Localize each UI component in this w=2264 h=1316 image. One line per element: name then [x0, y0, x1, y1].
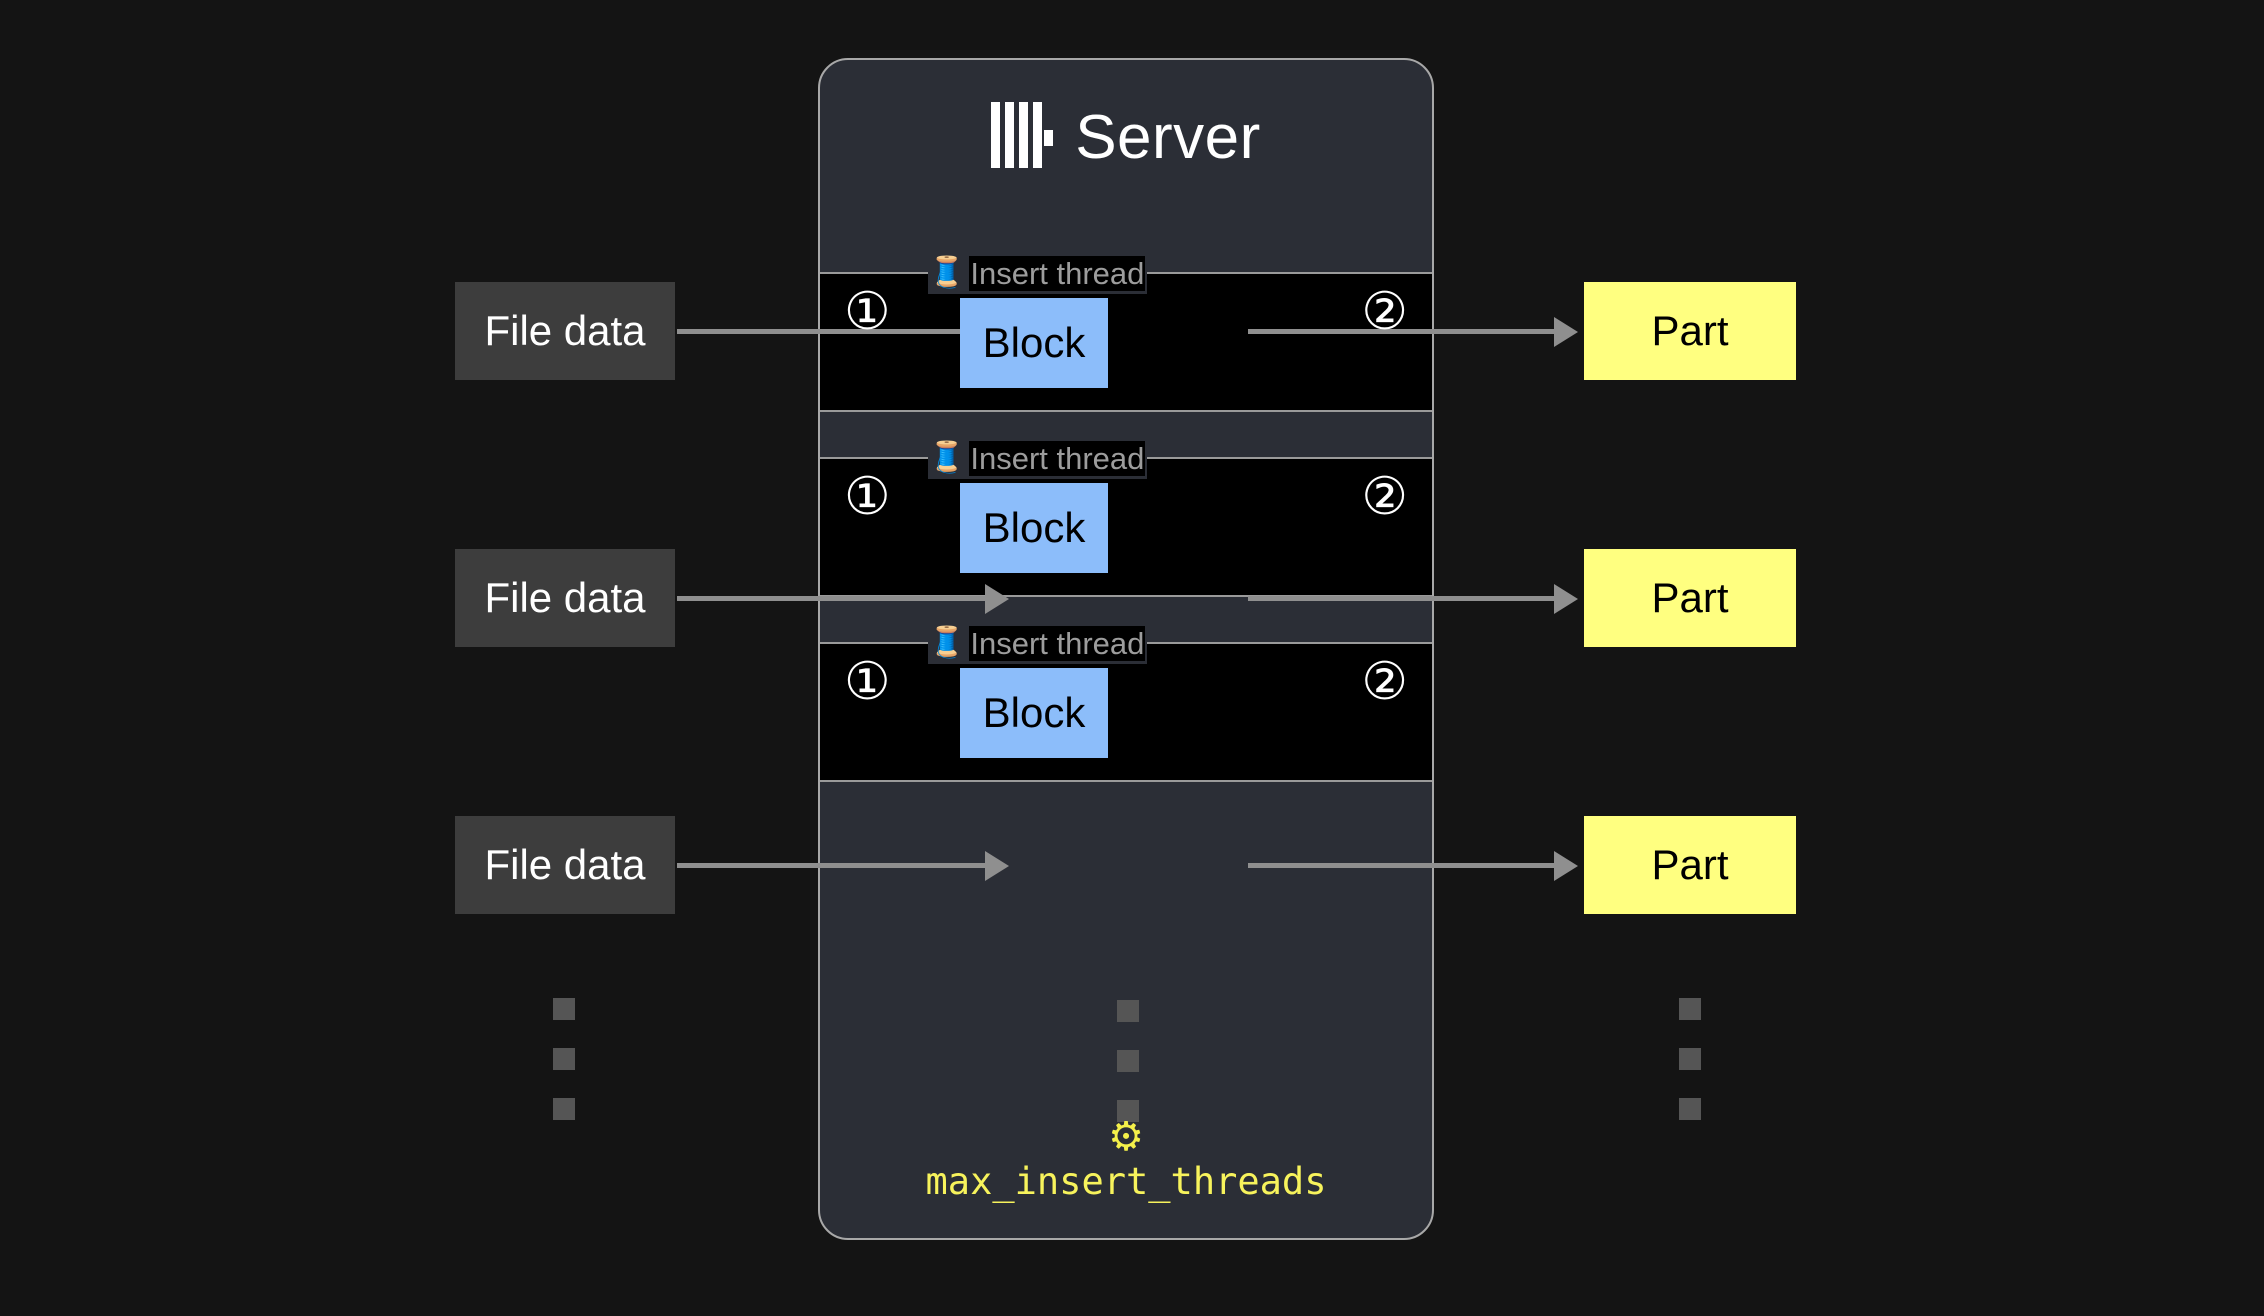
server-header: Server — [820, 60, 1432, 215]
insert-thread-label-2: 🧵 Insert thread — [928, 437, 1148, 479]
ellipsis-center — [1117, 1000, 1139, 1122]
ellipsis-dot — [1679, 998, 1701, 1020]
arrow-block-to-part-3 — [1248, 863, 1560, 868]
max-insert-threads-setting: ⚙ max_insert_threads — [820, 1117, 1432, 1200]
ellipsis-dot — [553, 998, 575, 1020]
part-label: Part — [1651, 841, 1729, 888]
arrow-file-to-block-2 — [677, 596, 993, 601]
block-box-1: Block — [960, 298, 1108, 388]
ellipsis-dot — [1117, 1100, 1139, 1122]
insert-thread-label-3: 🧵 Insert thread — [928, 622, 1148, 664]
file-data-label: File data — [484, 574, 646, 621]
block-label: Block — [982, 504, 1086, 551]
part-box-2: Part — [1584, 549, 1796, 647]
arrow-head-block-to-part-3 — [1554, 851, 1578, 881]
insert-thread-band-1: 🧵 Insert thread ① ② Block — [820, 252, 1432, 412]
ellipsis-dot — [1117, 1050, 1139, 1072]
server-card: Server 🧵 Insert thread ① ② Block 🧵 Inser… — [818, 58, 1434, 1240]
ellipsis-dot — [1679, 1048, 1701, 1070]
file-data-label: File data — [484, 307, 646, 354]
file-data-box-2: File data — [455, 549, 675, 647]
ellipsis-dot — [1679, 1098, 1701, 1120]
arrow-head-block-to-part-1 — [1554, 317, 1578, 347]
ellipsis-dot — [1117, 1000, 1139, 1022]
thread-spool-emoji: 🧵 — [928, 626, 966, 659]
insert-thread-text: Insert thread — [969, 625, 1146, 661]
part-label: Part — [1651, 574, 1729, 621]
block-box-2: Block — [960, 483, 1108, 573]
arrow-block-to-part-2 — [1248, 596, 1560, 601]
step-number-input-1: ① — [844, 282, 891, 342]
server-title: Server — [1075, 102, 1261, 172]
insert-thread-label-1: 🧵 Insert thread — [928, 252, 1148, 294]
part-box-3: Part — [1584, 816, 1796, 914]
gear-icon: ⚙ — [1108, 1114, 1144, 1160]
ellipsis-dot — [553, 1048, 575, 1070]
part-label: Part — [1651, 307, 1729, 354]
arrow-head-block-to-part-2 — [1554, 584, 1578, 614]
step-number-output-3: ② — [1361, 652, 1408, 712]
ellipsis-left — [553, 998, 575, 1120]
insert-thread-band-2: 🧵 Insert thread ① ② Block — [820, 437, 1432, 597]
arrow-head-file-to-block-3 — [985, 851, 1009, 881]
insert-thread-band-3: 🧵 Insert thread ① ② Block — [820, 622, 1432, 782]
block-label: Block — [982, 689, 1086, 736]
clickhouse-logo-icon — [991, 102, 1054, 173]
thread-spool-emoji: 🧵 — [928, 256, 966, 289]
insert-thread-text: Insert thread — [969, 255, 1146, 291]
arrow-file-to-block-1 — [677, 329, 993, 334]
step-number-input-2: ① — [844, 467, 891, 527]
block-box-3: Block — [960, 668, 1108, 758]
arrow-head-file-to-block-2 — [985, 584, 1009, 614]
ellipsis-right — [1679, 998, 1701, 1120]
setting-name-label: max_insert_threads — [925, 1160, 1327, 1203]
arrow-block-to-part-1 — [1248, 329, 1560, 334]
part-box-1: Part — [1584, 282, 1796, 380]
file-data-label: File data — [484, 841, 646, 888]
arrow-file-to-block-3 — [677, 863, 993, 868]
ellipsis-dot — [553, 1098, 575, 1120]
block-label: Block — [982, 319, 1086, 366]
step-number-input-3: ① — [844, 652, 891, 712]
file-data-box-3: File data — [455, 816, 675, 914]
thread-spool-emoji: 🧵 — [928, 441, 966, 474]
step-number-output-1: ② — [1361, 282, 1408, 342]
step-number-output-2: ② — [1361, 467, 1408, 527]
insert-thread-text: Insert thread — [969, 440, 1146, 476]
file-data-box-1: File data — [455, 282, 675, 380]
